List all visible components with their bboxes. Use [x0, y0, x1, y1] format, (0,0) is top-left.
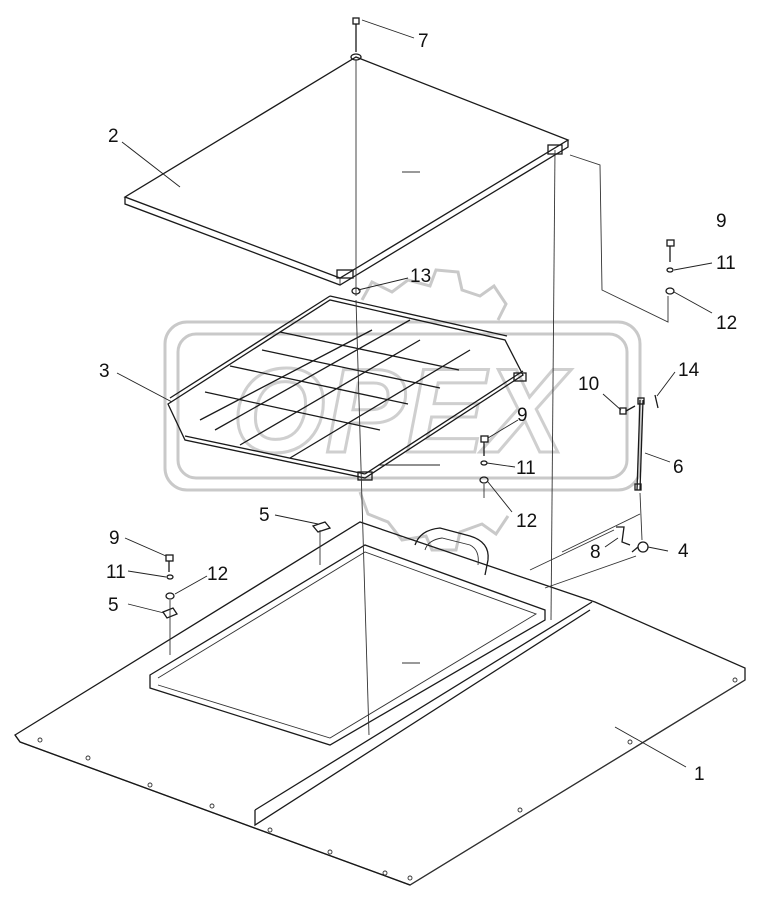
grid-frame-part-3 [167, 295, 527, 481]
assembly-lines [169, 60, 669, 736]
pin-part-14 [654, 394, 659, 409]
callout-11-center: 11 [516, 458, 536, 479]
fastener-stack-right [665, 239, 675, 295]
watermark-text: OPEX [232, 344, 572, 478]
callout-12-center: 12 [516, 511, 537, 532]
fastener-stack-center [479, 435, 489, 484]
callout-12-left: 12 [207, 564, 228, 585]
callout-10: 10 [578, 374, 599, 395]
callout-labels: 1 2 3 4 5 5 6 7 8 9 9 9 10 11 11 11 12 1… [99, 31, 737, 785]
opex-watermark: OPEX [163, 268, 642, 552]
callout-11-left: 11 [106, 562, 126, 583]
callout-5-lower: 5 [108, 595, 119, 616]
callout-14: 14 [678, 360, 700, 381]
bracket-part-5-upper [311, 521, 332, 533]
bolt-part-7 [352, 17, 360, 52]
callout-11-right: 11 [716, 253, 736, 274]
callout-9-left: 9 [109, 528, 120, 549]
ball-joint-part-4 [631, 541, 649, 553]
bolt-part-10 [619, 405, 636, 415]
callout-8: 8 [590, 542, 601, 563]
callout-2: 2 [108, 126, 119, 147]
cover-panel-part-2 [123, 53, 570, 286]
gas-strut-part-6 [634, 397, 645, 491]
callout-7: 7 [418, 31, 429, 52]
callout-9-center: 9 [517, 405, 528, 426]
callout-3: 3 [99, 361, 110, 382]
callout-6: 6 [673, 457, 684, 478]
callout-12-right: 12 [716, 313, 737, 334]
callout-5-upper: 5 [259, 505, 270, 526]
callout-1: 1 [694, 764, 705, 785]
callout-4: 4 [678, 541, 689, 562]
callout-13: 13 [410, 266, 431, 287]
base-panel-part-1 [14, 521, 746, 886]
leader-lines [116, 19, 713, 768]
bracket-part-8 [616, 526, 631, 546]
callout-9-right: 9 [716, 211, 727, 232]
